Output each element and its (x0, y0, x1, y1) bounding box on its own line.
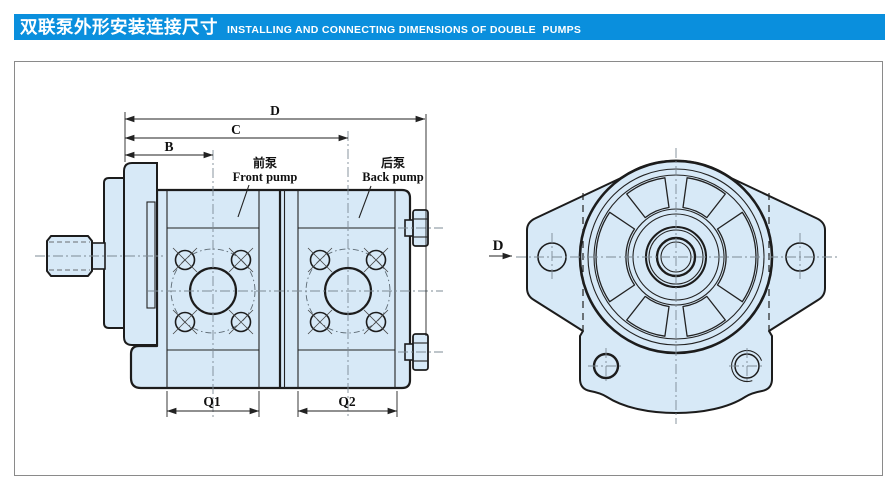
page-title-en: INSTALLING AND CONNECTING DIMENSIONS OF … (227, 24, 582, 36)
front-view-centerlines (516, 148, 838, 424)
side-view-drawing: D C B Q1 Q2 前泵 Front pump 后泵 Back pump (35, 103, 443, 418)
back-pump-label-en: Back pump (362, 170, 424, 184)
dimension-label-d: D (270, 103, 280, 118)
view-direction-label: D (489, 238, 513, 260)
front-plate (103, 177, 125, 329)
front-pump-label-en: Front pump (233, 170, 298, 184)
back-port-bolt-holes (307, 247, 389, 335)
view-label-d: D (493, 238, 504, 254)
dimension-label-q1: Q1 (203, 394, 221, 409)
body-section-lines (166, 190, 396, 388)
drive-shaft (46, 235, 93, 277)
side-view-centerlines (35, 131, 443, 418)
bottom-hole-right-spotface (731, 349, 763, 383)
front-pump-leader (237, 184, 250, 218)
dimension-label-q2: Q2 (338, 394, 356, 409)
front-view-drawing: D (489, 148, 838, 424)
front-port-bolt-holes (172, 247, 254, 335)
back-pump-label-cn: 后泵 (381, 155, 405, 170)
dimension-label-b: B (164, 139, 173, 154)
back-pump-leader (358, 185, 372, 219)
header-bar: 双联泵外形安装连接尺寸 INSTALLING AND CONNECTING DI… (14, 14, 885, 40)
flange-slot (146, 201, 156, 309)
front-pump-label-cn: 前泵 (253, 155, 277, 170)
pump-body (129, 188, 412, 390)
dimension-label-c: C (231, 122, 241, 137)
pump-labels: 前泵 Front pump 后泵 Back pump (233, 155, 424, 219)
page-title-cn: 双联泵外形安装连接尺寸 (20, 17, 218, 37)
side-view-dimensions: D C B Q1 Q2 (124, 103, 427, 417)
